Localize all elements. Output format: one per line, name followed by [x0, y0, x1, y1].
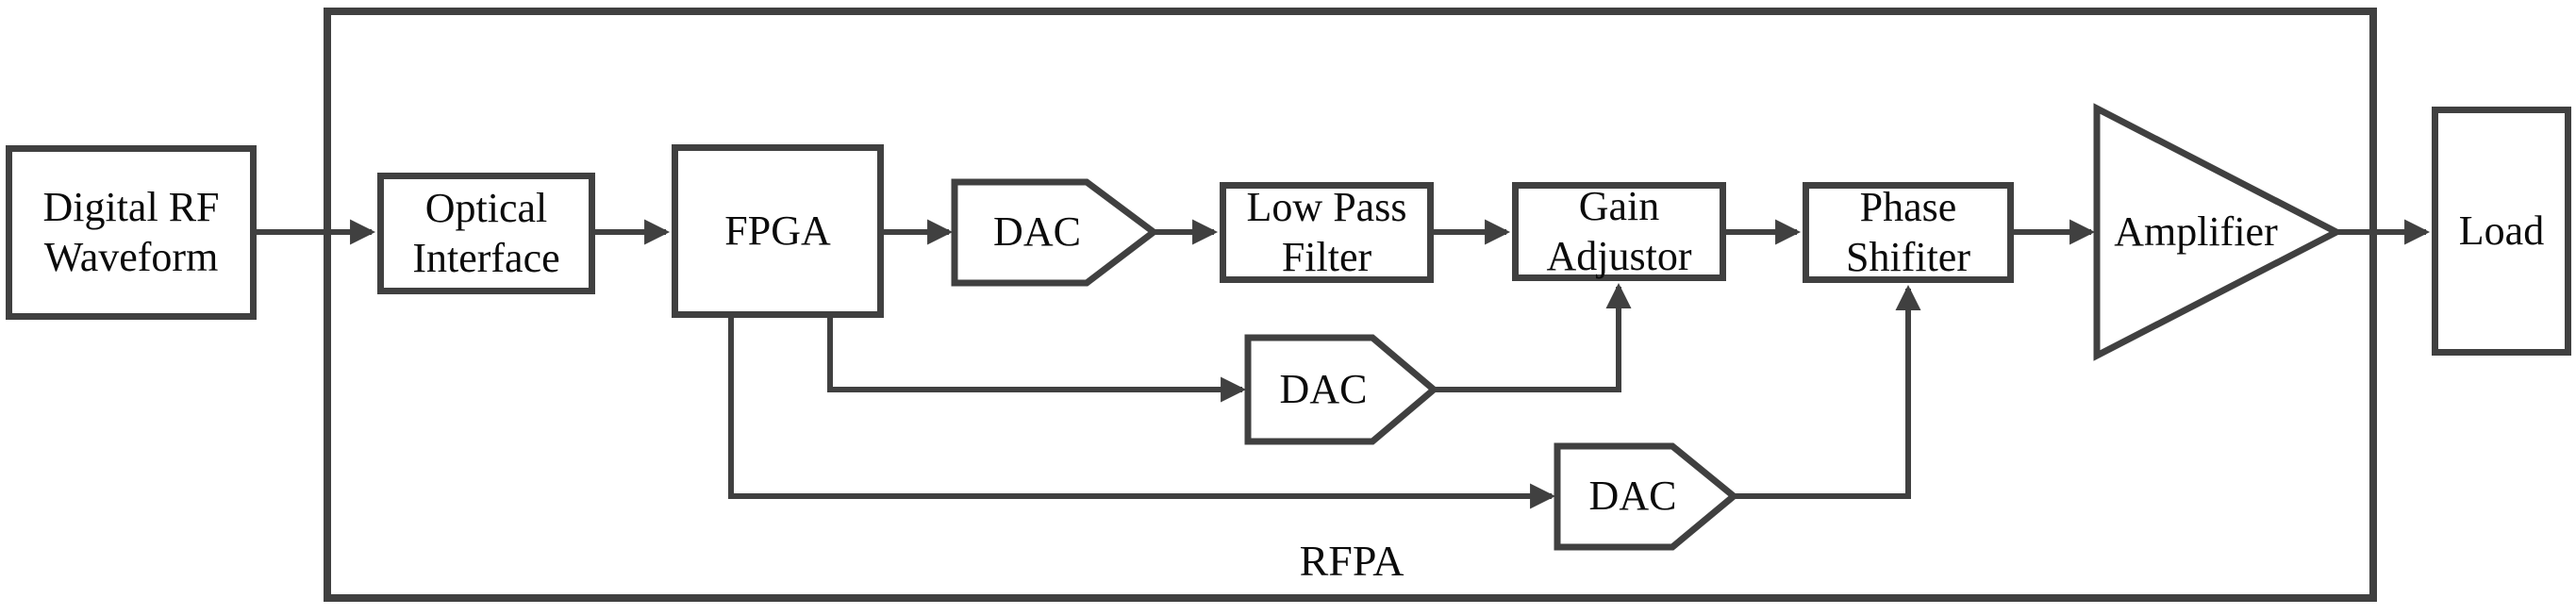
node-phase-shifter-label-line1: Phase: [1859, 183, 1957, 230]
dac-main-shape: [951, 178, 1159, 287]
node-digital-rf-waveform: Digital RF Waveform: [6, 145, 257, 320]
edge-dac-phase-to-phase-shifter: [1734, 284, 1921, 499]
node-gain-adjustor: Gain Adjustor: [1512, 182, 1726, 281]
node-load-label: Load: [2458, 207, 2545, 254]
node-fpga: FPGA: [672, 144, 884, 318]
node-low-pass-filter-label-line2: Filter: [1281, 233, 1372, 280]
node-digital-rf-waveform-label-line1: Digital RF: [42, 183, 220, 230]
node-phase-shifter: Phase Shifiter: [1803, 182, 2014, 283]
node-optical-interface: Optical Interface: [377, 173, 595, 294]
node-fpga-label: FPGA: [724, 207, 831, 254]
rfpa-container-box: [324, 8, 2377, 602]
edge-dac-gain-to-gain-adjustor: [1434, 282, 1632, 392]
node-gain-adjustor-label-line2: Adjustor: [1546, 232, 1692, 279]
edge-fpga-to-dac-gain: [827, 318, 1247, 403]
edge-fpga-to-dac-phase: [728, 318, 1556, 509]
node-low-pass-filter: Low Pass Filter: [1220, 182, 1434, 283]
node-load: Load: [2432, 107, 2571, 356]
node-optical-interface-label-line2: Interface: [412, 234, 560, 281]
dac-phase-shape: [1554, 442, 1739, 551]
node-phase-shifter-label-line2: Shifiter: [1846, 233, 1970, 280]
amplifier-shape: [2093, 103, 2344, 361]
node-digital-rf-waveform-label-line2: Waveform: [43, 233, 219, 280]
node-low-pass-filter-label-line1: Low Pass: [1246, 183, 1407, 230]
rfpa-container-label: RFPA: [1299, 537, 1404, 585]
node-gain-adjustor-label-line1: Gain: [1578, 182, 1660, 229]
node-optical-interface-label-line1: Optical: [424, 184, 548, 231]
dac-gain-shape: [1244, 334, 1439, 445]
